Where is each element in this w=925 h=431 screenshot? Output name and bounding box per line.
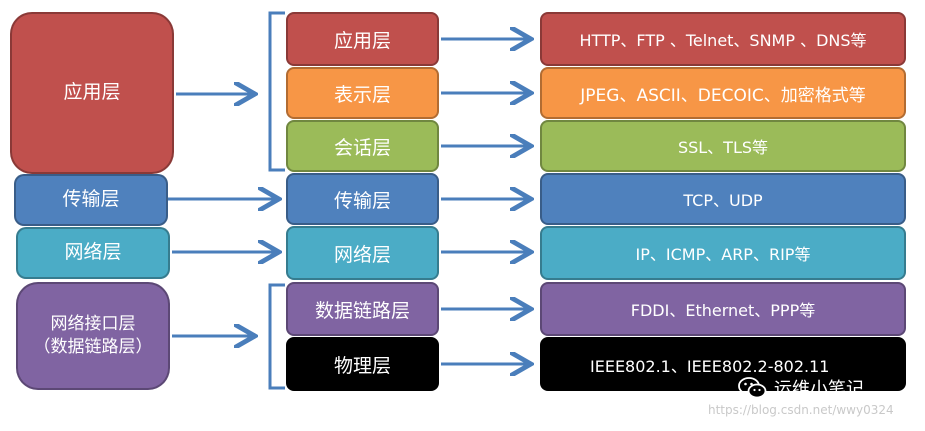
protocols-session: SSL、TLS等	[540, 120, 906, 172]
bracket-network-interface-group	[268, 283, 285, 390]
tcpip-application-layer: 应用层	[10, 12, 174, 174]
protocols-physical: IEEE802.1、IEEE802.2-802.11	[540, 337, 906, 391]
tcpip-network-layer: 网络层	[16, 227, 170, 279]
tcpip-network-interface-layer: 网络接口层 （数据链路层）	[16, 282, 170, 390]
protocols-data-link: FDDI、Ethernet、PPP等	[540, 282, 906, 336]
wechat-account-name: 运维小笔记	[774, 379, 864, 400]
protocols-presentation: JPEG、ASCII、DECOIC、加密格式等	[540, 67, 906, 119]
osi-physical-layer: 物理层	[286, 337, 439, 391]
osi-network-layer: 网络层	[286, 226, 439, 280]
blog-url-watermark: https://blog.csdn.net/wwy0324	[708, 403, 894, 417]
osi-application-layer: 应用层	[286, 12, 439, 66]
osi-session-layer: 会话层	[286, 120, 439, 172]
protocols-transport: TCP、UDP	[540, 173, 906, 225]
osi-data-link-layer: 数据链路层	[286, 282, 439, 336]
osi-transport-layer: 传输层	[286, 173, 439, 225]
protocols-application: HTTP、FTP 、Telnet、SNMP 、DNS等	[540, 12, 906, 66]
wechat-icon	[738, 377, 767, 399]
protocols-network: IP、ICMP、ARP、RIP等	[540, 226, 906, 280]
wechat-watermark: 运维小笔记	[738, 375, 864, 401]
tcpip-transport-layer: 传输层	[14, 174, 168, 226]
osi-presentation-layer: 表示层	[286, 67, 439, 119]
bracket-application-group	[268, 11, 285, 172]
